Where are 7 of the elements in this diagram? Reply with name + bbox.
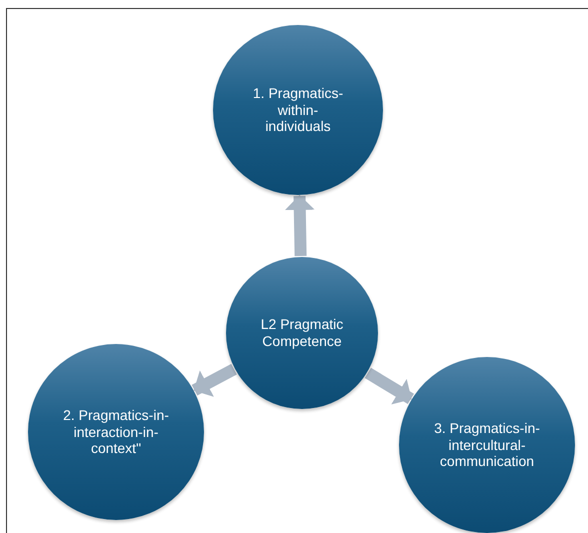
node-label: 2. Pragmatics-in-interaction-in-context"	[62, 406, 170, 458]
block-arrow	[364, 368, 414, 404]
block-arrow	[192, 364, 237, 397]
node-label: 1. Pragmatics-within-individuals	[252, 84, 344, 136]
block-arrow	[284, 194, 315, 256]
node-label: L2 Pragmatic Competence	[260, 316, 344, 350]
node-label: 3. Pragmatics-in-intercultural-communication	[433, 420, 541, 470]
